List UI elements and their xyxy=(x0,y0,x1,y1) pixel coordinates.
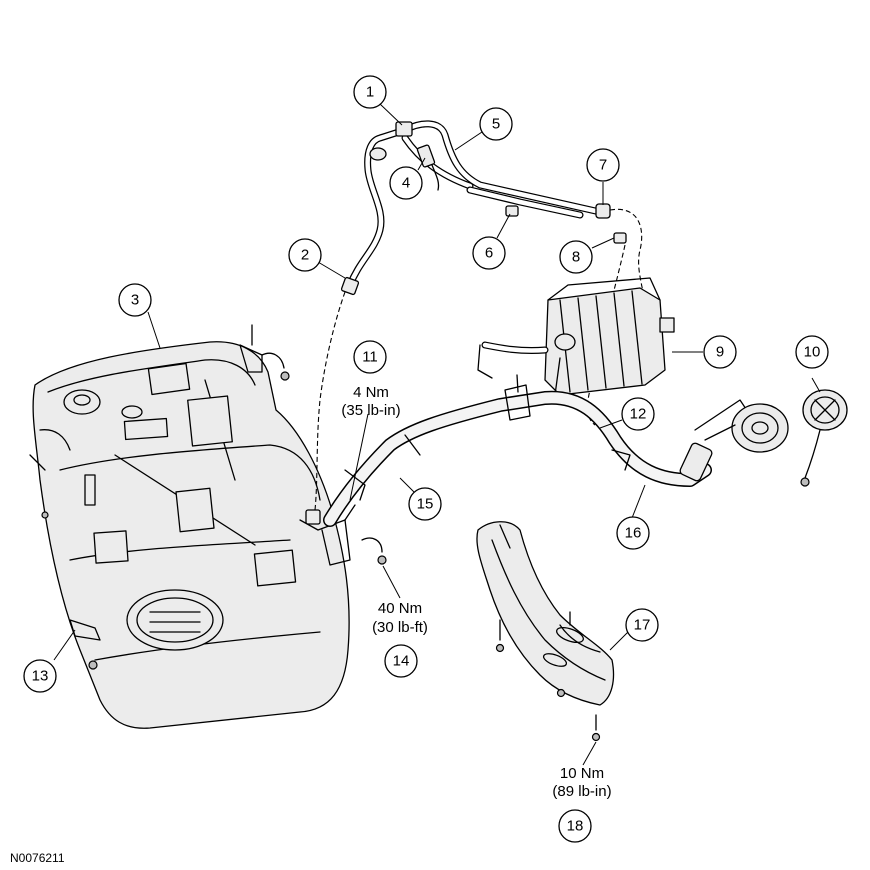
callout-1: 1 xyxy=(353,75,387,109)
vapor-hose-assembly xyxy=(314,120,646,511)
torque-spec-18: 10 Nm (89 lb-in) xyxy=(552,765,611,800)
callout-14-label: 14 xyxy=(393,653,410,670)
callout-7-label: 7 xyxy=(599,157,607,174)
callout-11-label: 11 xyxy=(362,349,378,366)
callout-4: 4 xyxy=(389,166,423,200)
callout-15-label: 15 xyxy=(417,496,434,513)
callout-6-label: 6 xyxy=(485,245,493,262)
callout-3: 3 xyxy=(118,283,152,317)
callout-9: 9 xyxy=(703,335,737,369)
callout-18-label: 18 xyxy=(567,818,584,835)
callout-13-label: 13 xyxy=(32,668,49,685)
torque-imperial: (30 lb-ft) xyxy=(372,619,428,636)
figure-reference-code: N0076211 xyxy=(10,851,65,865)
callout-1-label: 1 xyxy=(366,84,374,101)
callout-12: 12 xyxy=(621,397,655,431)
callout-17-label: 17 xyxy=(634,617,651,634)
callout-4-label: 4 xyxy=(402,175,410,192)
torque-metric: 40 Nm xyxy=(378,600,422,617)
evap-canister xyxy=(477,277,675,401)
callout-13: 13 xyxy=(23,659,57,693)
callout-10-label: 10 xyxy=(804,344,821,361)
callout-2-label: 2 xyxy=(301,247,309,264)
callout-9-label: 9 xyxy=(716,344,724,361)
callout-8: 8 xyxy=(559,240,593,274)
callout-6: 6 xyxy=(472,236,506,270)
callout-16: 16 xyxy=(616,516,650,550)
torque-metric: 4 Nm xyxy=(353,384,389,401)
callout-3-label: 3 xyxy=(131,292,139,309)
callout-14: 14 xyxy=(384,644,418,678)
callout-16-label: 16 xyxy=(625,525,642,542)
callout-12-label: 12 xyxy=(630,406,647,423)
callout-11: 11 xyxy=(353,340,387,374)
torque-imperial: (89 lb-in) xyxy=(552,783,611,800)
fuel-filler-cap xyxy=(704,389,848,487)
callout-18: 18 xyxy=(558,809,592,843)
torque-metric: 10 Nm xyxy=(560,765,604,782)
fuel-tank xyxy=(29,324,351,729)
callout-8-label: 8 xyxy=(572,249,580,266)
torque-imperial: (35 lb-in) xyxy=(341,402,400,419)
torque-spec-14: 40 Nm (30 lb-ft) xyxy=(372,600,428,636)
callout-5: 5 xyxy=(479,107,513,141)
callout-10: 10 xyxy=(795,335,829,369)
callout-2: 2 xyxy=(288,238,322,272)
heat-shield xyxy=(476,521,615,742)
callout-7: 7 xyxy=(586,148,620,182)
callout-5-label: 5 xyxy=(492,116,500,133)
callout-15: 15 xyxy=(408,487,442,521)
torque-spec-11: 4 Nm (35 lb-in) xyxy=(341,384,400,419)
callout-17: 17 xyxy=(625,608,659,642)
